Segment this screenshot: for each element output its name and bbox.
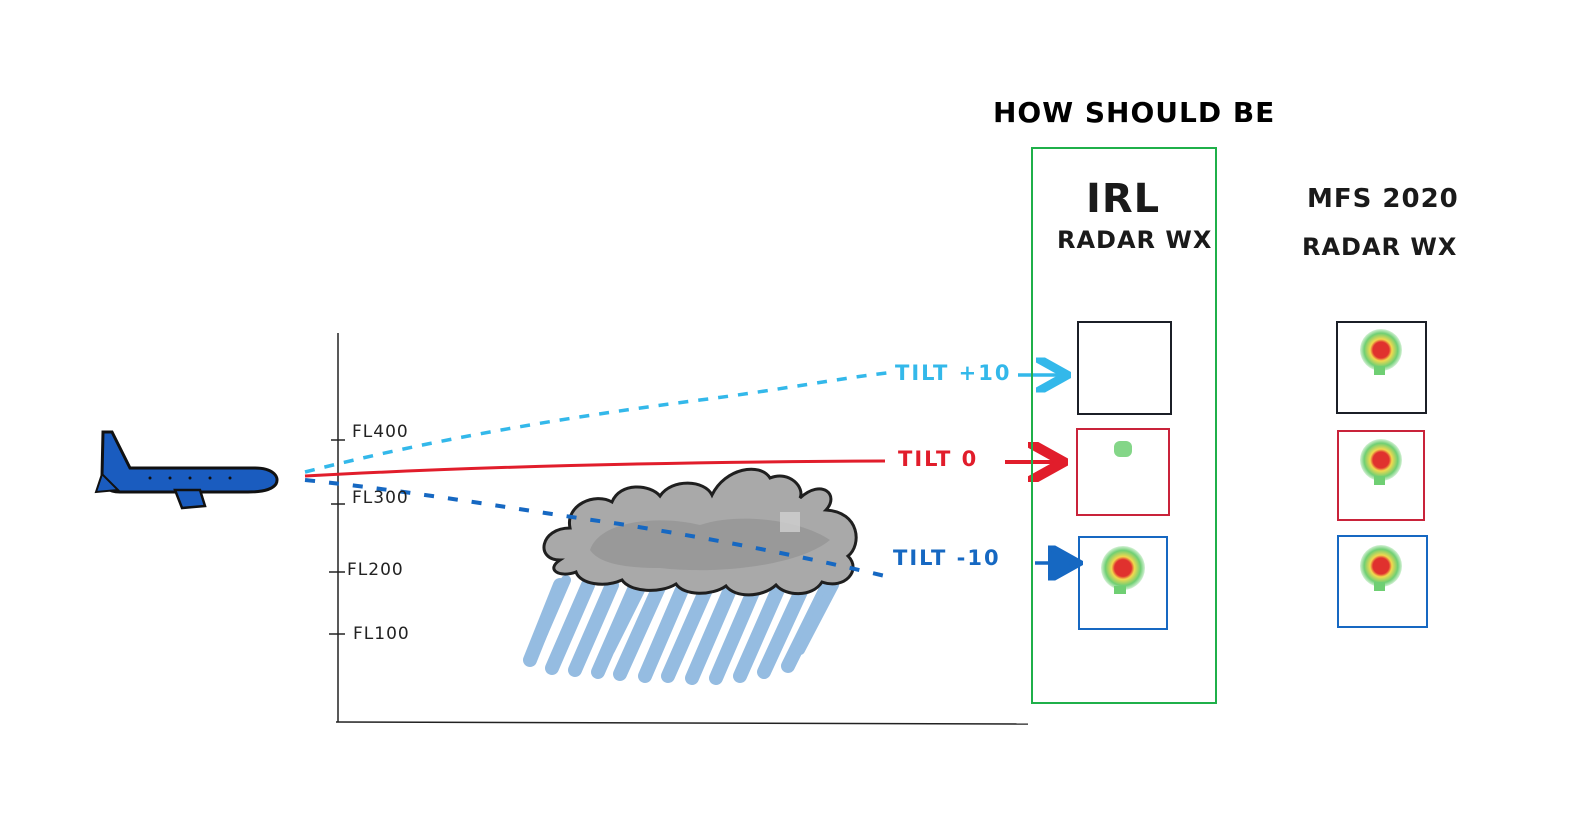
rain-streaks — [523, 575, 839, 685]
irl-subheading: RADAR WX — [1057, 226, 1213, 254]
mfs-radar-tilt-minus10 — [1337, 535, 1428, 628]
irl-radar-tilt-minus10 — [1078, 536, 1168, 630]
fl-label-200: FL200 — [347, 560, 404, 580]
mfs-echo-cell-3 — [1360, 545, 1402, 591]
mfs-subheading: RADAR WX — [1302, 233, 1458, 261]
beam-tilt-0 — [304, 459, 886, 478]
tilt-label-plus10: TILT +10 — [895, 361, 1012, 385]
irl-heading: IRL — [1086, 176, 1161, 222]
irl-echo-cell — [1101, 546, 1145, 594]
mfs-radar-tilt-plus10 — [1336, 321, 1427, 414]
storm-cloud — [542, 467, 858, 597]
irl-radar-tilt-0 — [1076, 428, 1170, 516]
diagram-title: HOW SHOULD BE — [993, 96, 1276, 129]
mfs-echo-cell-2 — [1360, 439, 1402, 485]
irl-echo-small — [1114, 441, 1132, 457]
mfs-heading: MFS 2020 — [1307, 184, 1459, 214]
beam-tilt-minus10 — [304, 478, 886, 578]
fl-label-400: FL400 — [352, 422, 409, 442]
mfs-echo-cell-1 — [1360, 329, 1402, 375]
fl-label-100: FL100 — [353, 624, 410, 644]
fl-label-300: FL300 — [352, 488, 409, 508]
irl-frame — [1031, 147, 1217, 704]
mfs-radar-tilt-0 — [1337, 430, 1425, 521]
x-axis-line — [335, 721, 1029, 725]
beam-tilt-plus10 — [304, 370, 896, 474]
tilt-label-0: TILT 0 — [898, 447, 979, 471]
tilt-label-minus10: TILT -10 — [893, 546, 1001, 570]
airplane-icon — [94, 430, 279, 510]
irl-radar-tilt-plus10 — [1077, 321, 1172, 415]
